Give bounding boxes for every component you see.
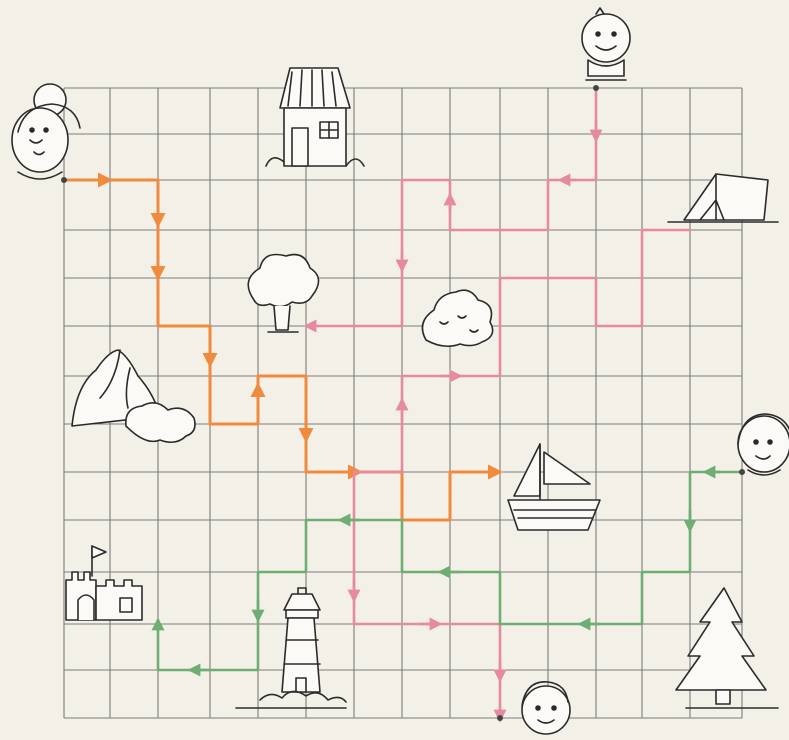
- start-dot-top: [593, 85, 599, 91]
- start-dot-bottom: [497, 715, 503, 721]
- start-dot-right: [739, 469, 745, 475]
- start-dot-left: [61, 177, 67, 183]
